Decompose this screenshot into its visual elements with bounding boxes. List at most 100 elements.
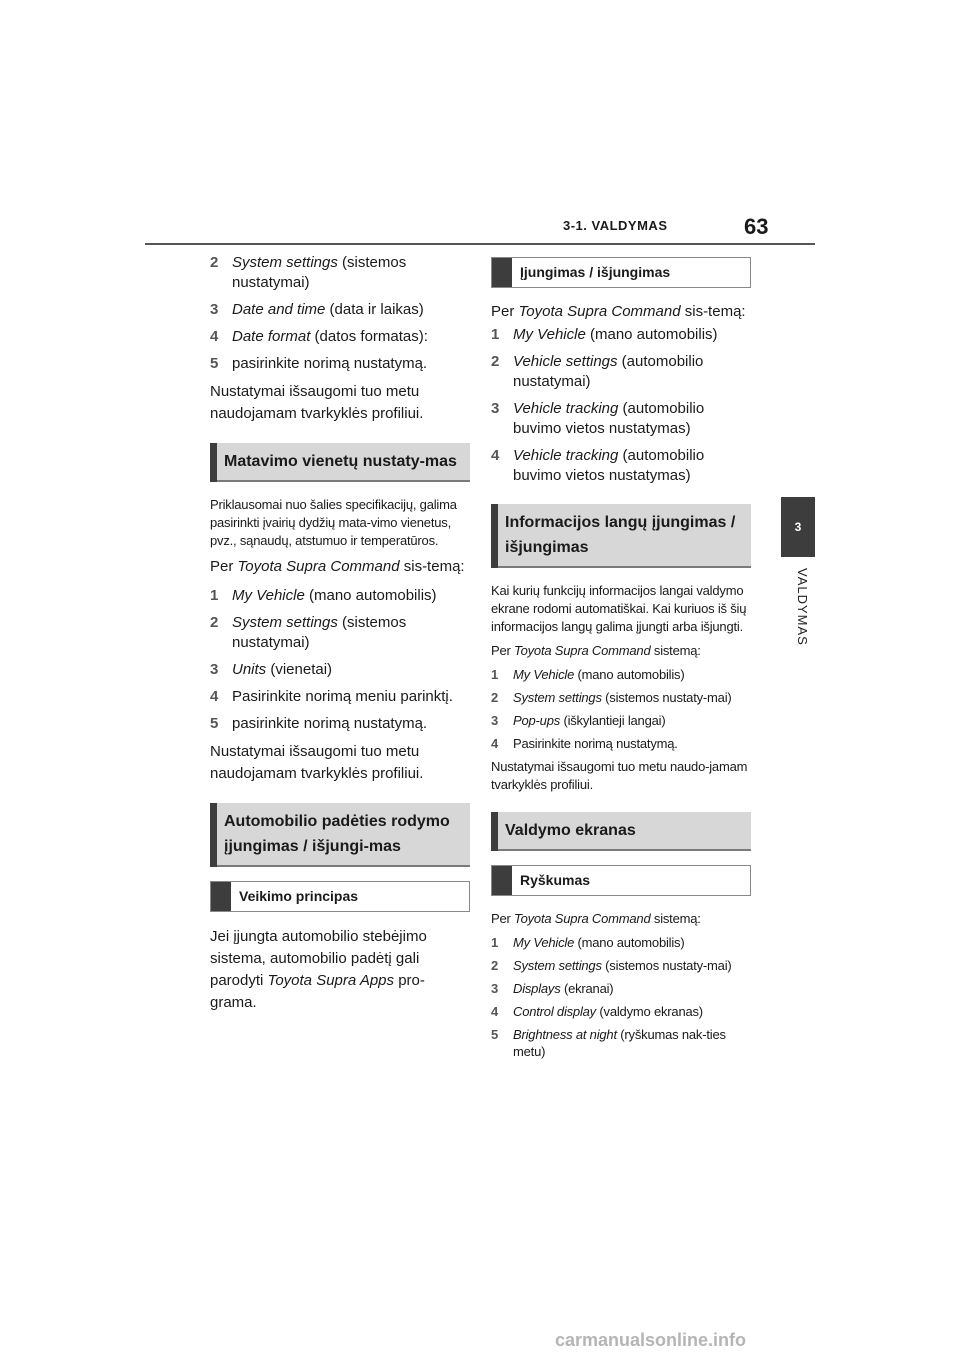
units-intro: Priklausomai nuo šalies specifikacijų, g… xyxy=(210,497,457,548)
step-number: 4 xyxy=(491,1004,499,1019)
step-term: Control display xyxy=(513,1004,596,1019)
heading-units: Matavimo vienetų nustaty-mas xyxy=(210,443,470,482)
step-number: 2 xyxy=(491,958,499,973)
step-text: (iškylantieji langai) xyxy=(560,713,666,728)
step-number: 3 xyxy=(210,301,219,318)
step-text: (sistemos nustaty-mai) xyxy=(601,690,732,705)
list-item: 2 System settings (sistemos nustatymai) xyxy=(210,253,470,293)
step-number: 5 xyxy=(210,355,219,372)
page-number: 63 xyxy=(744,214,769,239)
step-number: 2 xyxy=(210,614,219,631)
right-column: Įjungimas / išjungimas Per Toyota Supra … xyxy=(491,257,751,1066)
step-number: 5 xyxy=(491,1027,499,1042)
saved-note: Nustatymai išsaugomi tuo metu naudo-jama… xyxy=(491,759,748,792)
saved-note: Nustatymai išsaugomi tuo metu naudojamam… xyxy=(210,743,424,782)
step-term: Date and time xyxy=(232,301,326,318)
list-item: 4 Control display (valdymo ekranas) xyxy=(491,1003,751,1020)
step-text: (vienetai) xyxy=(266,661,333,678)
step-text: (valdymo ekranas) xyxy=(596,1004,703,1019)
step-number: 3 xyxy=(491,713,499,728)
step-term: System settings xyxy=(232,614,338,631)
chapter-label: VALDYMAS xyxy=(795,568,810,646)
step-term: My Vehicle xyxy=(513,935,575,950)
step-text: (automobilio buvimo vietos nustatymas) xyxy=(513,400,705,437)
step-term: Units xyxy=(232,661,267,678)
list-item: 5 pasirinkite norimą nustatymą. xyxy=(210,354,470,374)
step-term: Vehicle tracking xyxy=(513,447,619,464)
subheading-brightness: Ryškumas xyxy=(491,865,751,896)
subheading-onoff: Įjungimas / išjungimas xyxy=(491,257,751,288)
step-number: 2 xyxy=(491,690,499,705)
step-term: My Vehicle xyxy=(513,667,575,682)
list-item: 1 My Vehicle (mano automobilis) xyxy=(210,586,470,606)
step-term: Displays xyxy=(513,981,561,996)
step-term: Brightness at night xyxy=(513,1027,617,1042)
step-term: System settings xyxy=(232,254,338,271)
step-text: (datos formatas): xyxy=(310,328,428,345)
subheading-principle: Veikimo principas xyxy=(210,881,470,912)
list-item: 3 Date and time (data ir laikas) xyxy=(210,300,470,320)
step-text: (mano automobilis) xyxy=(585,326,718,343)
step-text: (mano automobilis) xyxy=(574,935,685,950)
step-text: Pasirinkite norimą nustatymą. xyxy=(513,736,678,751)
per-line: Per Toyota Supra Command sis-temą: xyxy=(491,303,746,320)
saved-note: Nustatymai išsaugomi tuo metu naudojamam… xyxy=(210,383,424,422)
step-number: 2 xyxy=(491,353,500,370)
step-term: System settings xyxy=(513,690,602,705)
heading-display: Valdymo ekranas xyxy=(491,812,751,851)
step-text: pasirinkite norimą nustatymą. xyxy=(232,355,428,372)
step-text: (automobilio buvimo vietos nustatymas) xyxy=(513,447,705,484)
list-item: 1 My Vehicle (mano automobilis) xyxy=(491,666,751,683)
list-item: 1 My Vehicle (mano automobilis) xyxy=(491,934,751,951)
list-item: 3 Vehicle tracking (automobilio buvimo vi… xyxy=(491,399,751,439)
step-text: (data ir laikas) xyxy=(325,301,424,318)
step-text: (ryškumas nak-ties metu) xyxy=(513,1027,726,1059)
watermark-text: carmanualsonline.info xyxy=(555,1330,747,1350)
step-number: 1 xyxy=(491,667,499,682)
step-text: pasirinkite norimą nustatymą. xyxy=(232,715,428,732)
step-number: 1 xyxy=(210,587,219,604)
step-number: 4 xyxy=(210,328,219,345)
step-number: 4 xyxy=(491,736,499,751)
step-number: 5 xyxy=(210,715,219,732)
list-item: 5 pasirinkite norimą nustatymą. xyxy=(210,714,470,734)
heading-position: Automobilio padėties rodymo įjungimas / … xyxy=(210,803,470,867)
section-title: 3-1. VALDYMAS xyxy=(563,218,668,233)
step-term: Vehicle tracking xyxy=(513,400,619,417)
principle-text: Jei įjungta automobilio stebėjimo sistem… xyxy=(210,928,427,1011)
steps-list: 1 My Vehicle (mano automobilis) 2 System se… xyxy=(210,586,470,734)
list-item: 4 Pasirinkite norimą nustatymą. xyxy=(491,735,751,752)
step-text: (mano automobilis) xyxy=(574,667,685,682)
steps-list: 1 My Vehicle (mano automobilis) 2 System se… xyxy=(491,666,751,752)
step-number: 4 xyxy=(491,447,500,464)
step-term: My Vehicle xyxy=(232,587,305,604)
per-line: Per Toyota Supra Command sis-temą: xyxy=(210,558,465,575)
step-number: 3 xyxy=(491,400,500,417)
list-item: 5 Brightness at night (ryškumas nak-ties … xyxy=(491,1026,751,1060)
step-text: Pasirinkite norimą meniu parinktį. xyxy=(232,688,453,705)
step-number: 2 xyxy=(210,254,219,271)
step-text: (sistemos nustatymai) xyxy=(232,614,407,651)
step-number: 1 xyxy=(491,935,499,950)
step-text: (mano automobilis) xyxy=(304,587,437,604)
step-term: Pop-ups xyxy=(513,713,561,728)
list-item: 3 Pop-ups (iškylantieji langai) xyxy=(491,712,751,729)
chapter-tab: 3 xyxy=(781,497,815,557)
step-number: 4 xyxy=(210,688,219,705)
per-line: Per Toyota Supra Command sistemą: xyxy=(491,643,701,658)
step-text: (sistemos nustatymai) xyxy=(232,254,407,291)
list-item: 4 Vehicle tracking (automobilio buvimo vi… xyxy=(491,446,751,486)
step-term: My Vehicle xyxy=(513,326,586,343)
step-text: (sistemos nustaty-mai) xyxy=(601,958,732,973)
chapter-number: 3 xyxy=(794,520,802,534)
heading-info: Informacijos langų įjungimas / išjungima… xyxy=(491,504,751,568)
step-text: (automobilio nustatymai) xyxy=(513,353,704,390)
list-item: 4 Pasirinkite norimą meniu parinktį. xyxy=(210,687,470,707)
